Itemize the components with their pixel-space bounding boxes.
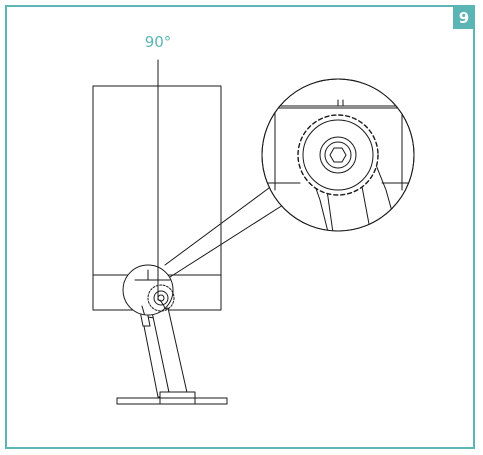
step-number-badge: 9 xyxy=(453,7,475,29)
hex-screw-icon xyxy=(329,147,347,163)
detail-callout-circle xyxy=(122,264,174,316)
base-plate xyxy=(116,391,228,405)
small-hub xyxy=(153,290,169,306)
small-gear xyxy=(147,284,175,312)
mount-bracket xyxy=(138,305,189,398)
joint-detail xyxy=(124,265,173,315)
zoomed-gear xyxy=(297,114,379,196)
callout-leader-upper xyxy=(164,184,274,266)
callout-leader-lower xyxy=(169,204,284,278)
angle-label: 90° xyxy=(144,33,172,51)
figure-frame xyxy=(5,5,475,449)
